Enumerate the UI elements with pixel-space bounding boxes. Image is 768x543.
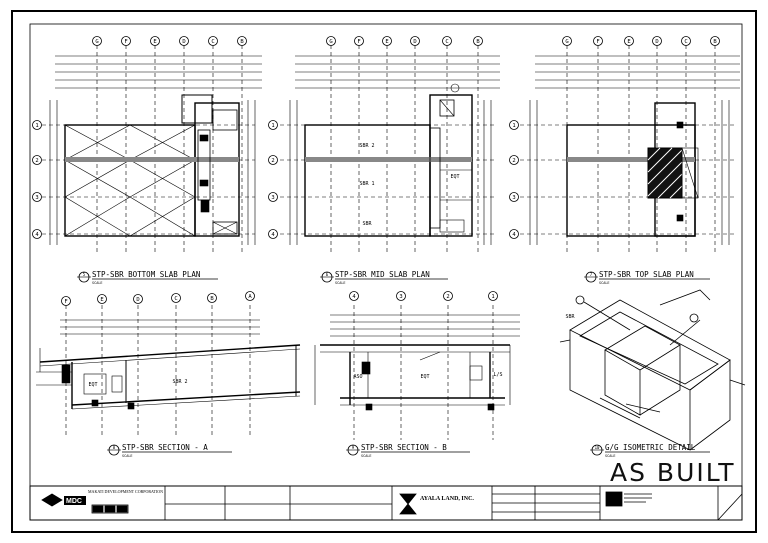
view-title-section-a: STP-SBR SECTION - A [122,443,208,452]
grid-label: F [357,39,360,45]
grid-label: D [136,297,139,303]
client-logo: MDC [66,498,82,505]
grid-label: 4 [512,232,516,238]
room-label: L/S [493,372,502,378]
grid-label: D [182,39,185,45]
top-slab-plan [520,45,740,255]
view-title-section-b: STP-SBR SECTION - B [361,443,447,452]
room-label: SBR [362,221,372,227]
view-number: 6 [326,272,329,277]
scale-label: SCALE [92,281,103,285]
grid-bubbles-mid-slab [268,36,483,239]
grid-label: E [627,39,630,45]
grid-label: B [240,39,244,45]
grid-label: G [329,39,332,45]
grid-label: 1 [35,123,38,129]
scale-label: SCALE [361,454,372,458]
grid-label: F [124,39,127,45]
grid-label: B [713,39,717,45]
grid-label: 2 [35,158,38,164]
section-a [36,305,301,435]
scale-label: SCALE [122,454,133,458]
view-number: 9 [352,445,355,450]
grid-label: 4 [352,294,356,300]
view-title-mid-slab: STP-SBR MID SLAB PLAN [335,270,430,279]
room-label: ASO [353,374,362,380]
grid-label: 3 [271,195,274,201]
scale-label: SCALE [599,281,610,285]
grid-label: E [153,39,156,45]
grid-label: 2 [446,294,449,300]
scale-label: SCALE [335,281,346,285]
grid-label: C [174,296,177,302]
grid-label: D [413,39,416,45]
view-title-isometric: G/G ISOMETRIC DETAIL [605,443,696,452]
grid-label: C [445,39,448,45]
view-number: 5 [83,272,86,277]
grid-label: 1 [271,123,274,129]
grid-bubbles-section-b [349,291,498,301]
grid-label: C [684,39,687,45]
grid-label: 3 [399,294,402,300]
grid-label: E [385,39,388,45]
scale-label: SCALE [605,454,616,458]
grid-label: 4 [271,232,275,238]
grid-label: 2 [512,158,515,164]
room-label: EQT [420,374,429,380]
grid-label: G [565,39,568,45]
room-label: SBR [565,314,575,320]
title-block [29,485,743,521]
section-b [314,305,520,440]
room-label: EQT [450,174,459,180]
grid-bubbles-bottom-slab [32,36,247,239]
room-label: SBR 1 [359,181,374,187]
mid-slab-plan [280,45,500,255]
view-number: 7 [590,272,593,277]
grid-bubbles-top-slab [509,36,720,239]
view-titles: 5 STP-SBR BOTTOM SLAB PLAN SCALE 6 STP-S… [77,270,710,458]
view-title-bottom-slab: STP-SBR BOTTOM SLAB PLAN [92,270,200,279]
grid-label: F [64,299,67,305]
grid-label: 3 [512,195,515,201]
grid-bubbles-section-a [61,291,255,306]
grid-label: C [211,39,214,45]
isometric-detail [559,289,746,451]
developer-name: AYALA LAND, INC. [420,496,474,502]
grid-label: 1 [491,294,494,300]
grid-label: 3 [35,195,38,201]
grid-label: B [476,39,480,45]
grid-label: D [655,39,658,45]
client-name: MAKATI DEVELOPMENT CORPORATION [88,489,163,494]
view-number: 8 [113,445,116,450]
room-label: EQT [88,382,97,388]
view-number: 10 [595,445,600,450]
grid-label: 2 [271,158,274,164]
grid-label: B [210,296,214,302]
grid-label: E [100,297,103,303]
room-label: SBR 2 [359,143,374,149]
view-title-top-slab: STP-SBR TOP SLAB PLAN [599,270,694,279]
room-label: SBR 2 [172,379,187,385]
bottom-slab-plan [42,45,262,255]
grid-label: 1 [512,123,515,129]
grid-label: A [248,294,252,300]
outer-border [11,10,757,533]
grid-label: F [596,39,599,45]
grid-label: 4 [35,232,39,238]
grid-label: G [95,39,98,45]
as-built-stamp: AS BUILT [610,458,736,487]
